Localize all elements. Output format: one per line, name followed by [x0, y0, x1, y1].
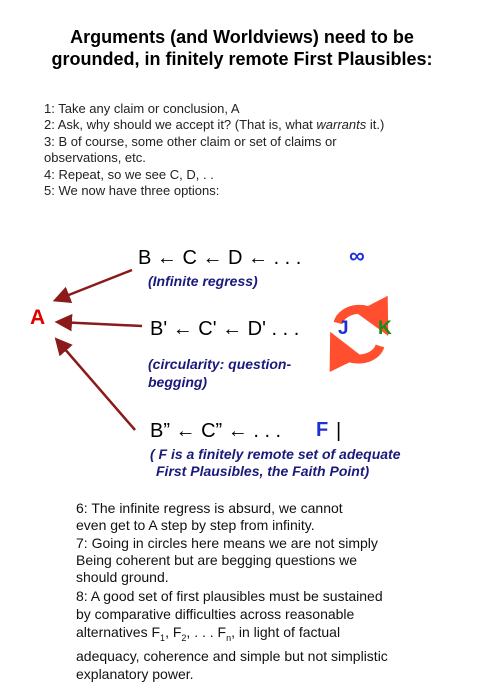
point-8-line-4: adequacy, coherence and simple but not s…	[76, 648, 388, 664]
k-label: K	[378, 318, 392, 339]
step-5: 5: We now have three options:	[44, 183, 220, 198]
page-title: Arguments (and Worldviews) need to be gr…	[0, 26, 484, 70]
chain-circular: B' ← C' ← D' . . .	[150, 318, 300, 340]
step-3: 3: B of course, some other claim or set …	[44, 134, 337, 149]
arrow-regress	[52, 268, 133, 303]
p8-sub-2: 2	[181, 632, 187, 643]
p8-l3-c: , . . . F	[186, 624, 227, 640]
cycle-icon	[329, 295, 389, 373]
point-8-line-1: 8: A good set of first plausibles must b…	[76, 588, 383, 604]
point-7-line-2: Being coherent but are begging questions…	[76, 552, 357, 568]
p8-sub-n: n	[226, 632, 232, 643]
step-3-cont: observations, etc.	[44, 150, 146, 165]
note-circular-2: begging)	[148, 374, 208, 390]
bar-mark: |	[336, 420, 342, 442]
p8-sub-1: 1	[160, 632, 166, 643]
p8-l3-d: , in light of factual	[231, 624, 341, 640]
note-circular-1: (circularity: question-	[148, 356, 292, 372]
point-6-line-2: even get to A step by step from infinity…	[76, 517, 315, 533]
j-label: J	[338, 318, 349, 339]
note-regress: (Infinite regress)	[148, 273, 258, 289]
point-7-line-1: 7: Going in circles here means we are no…	[76, 535, 378, 551]
step-2: 2: Ask, why should we accept it? (That i…	[44, 117, 384, 132]
note-foundation-1: ( F is a finitely remote set of adequate	[150, 446, 401, 462]
infinity-symbol: ∞	[349, 243, 365, 268]
point-8-line-3: alternatives F1, F2, . . . Fn, in light …	[76, 624, 340, 646]
point-8-line-2: by comparative difficulties across reaso…	[76, 606, 355, 622]
step-2-text: 2: Ask, why should we accept it? (That i…	[44, 117, 317, 132]
point-6-line-1: 6: The infinite regress is absurd, we ca…	[76, 500, 343, 516]
step-2-tail: it.)	[366, 117, 385, 132]
point-7-line-3: should ground.	[76, 569, 169, 585]
arrow-foundation	[54, 337, 136, 431]
claim-a: A	[30, 306, 46, 329]
title-line-2: grounded, in finitely remote First Plaus…	[51, 49, 433, 69]
title-line-1: Arguments (and Worldviews) need to be	[70, 27, 414, 47]
step-2-italic: warrants	[316, 117, 367, 132]
f-label: F	[316, 419, 329, 441]
chain-regress: B ← C ← D ← . . .	[138, 247, 302, 269]
chain-foundation: B” ← C” ← . . .	[150, 420, 282, 442]
p8-l3-a: alternatives F	[76, 624, 161, 640]
p8-l3-b: , F	[165, 624, 182, 640]
point-8-line-5: explanatory power.	[76, 666, 194, 682]
step-4: 4: Repeat, so we see C, D, . .	[44, 167, 214, 182]
step-1: 1: Take any claim or conclusion, A	[44, 101, 240, 116]
arrow-circular	[54, 313, 143, 332]
note-foundation-2: First Plausibles, the Faith Point)	[156, 463, 370, 479]
